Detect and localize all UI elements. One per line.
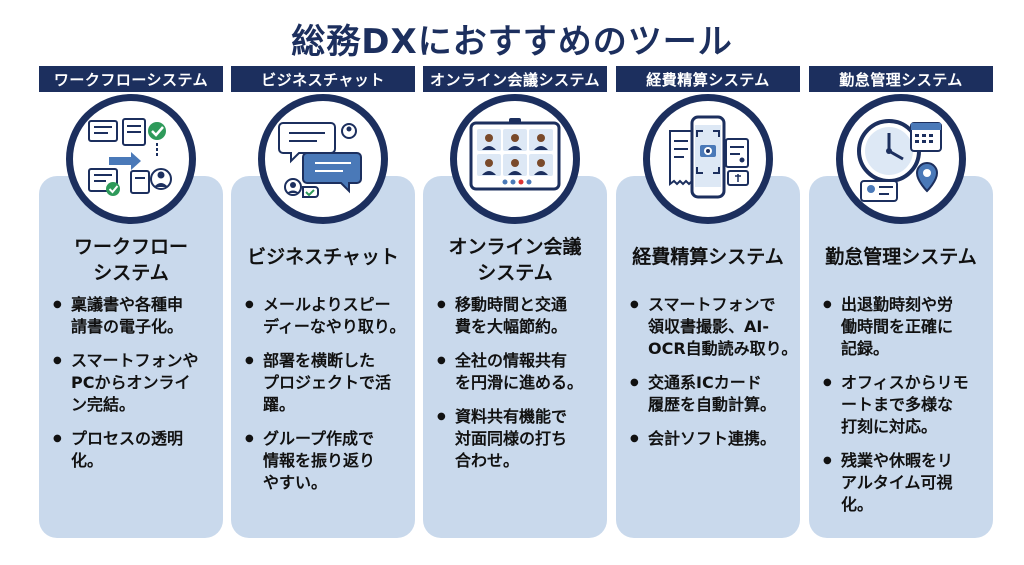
column-title: ワークフロー システム [73, 236, 188, 284]
column-header: ワークフローシステム [39, 66, 223, 92]
page-title: 総務DXにおすすめのツール [291, 22, 733, 62]
column-title: オンライン会議 システム [448, 236, 582, 284]
video-conference-icon [450, 94, 580, 224]
column-title: ビジネスチャット [247, 246, 399, 268]
column-online-meeting: オンライン会議システム オンライン会議 システム 移動時間と交通費を大幅節約。 … [423, 66, 607, 538]
list-item: 会計ソフト連携。 [630, 428, 796, 450]
chat-bubbles-icon [258, 94, 388, 224]
column-header: ビジネスチャット [231, 66, 415, 92]
column-expense: 経費精算システム 経費精算システム スマートフォンで領収書撮影、AI-OCR自動… [616, 66, 800, 538]
column-title: 経費精算システム [632, 246, 784, 268]
column-title: 勤怠管理システム [825, 246, 977, 268]
workflow-icon [66, 94, 196, 224]
column-header: オンライン会議システム [423, 66, 607, 92]
column-header: 勤怠管理システム [809, 66, 993, 92]
column-header: 経費精算システム [616, 66, 800, 92]
receipt-scan-icon [643, 94, 773, 224]
clock-calendar-icon [836, 94, 966, 224]
